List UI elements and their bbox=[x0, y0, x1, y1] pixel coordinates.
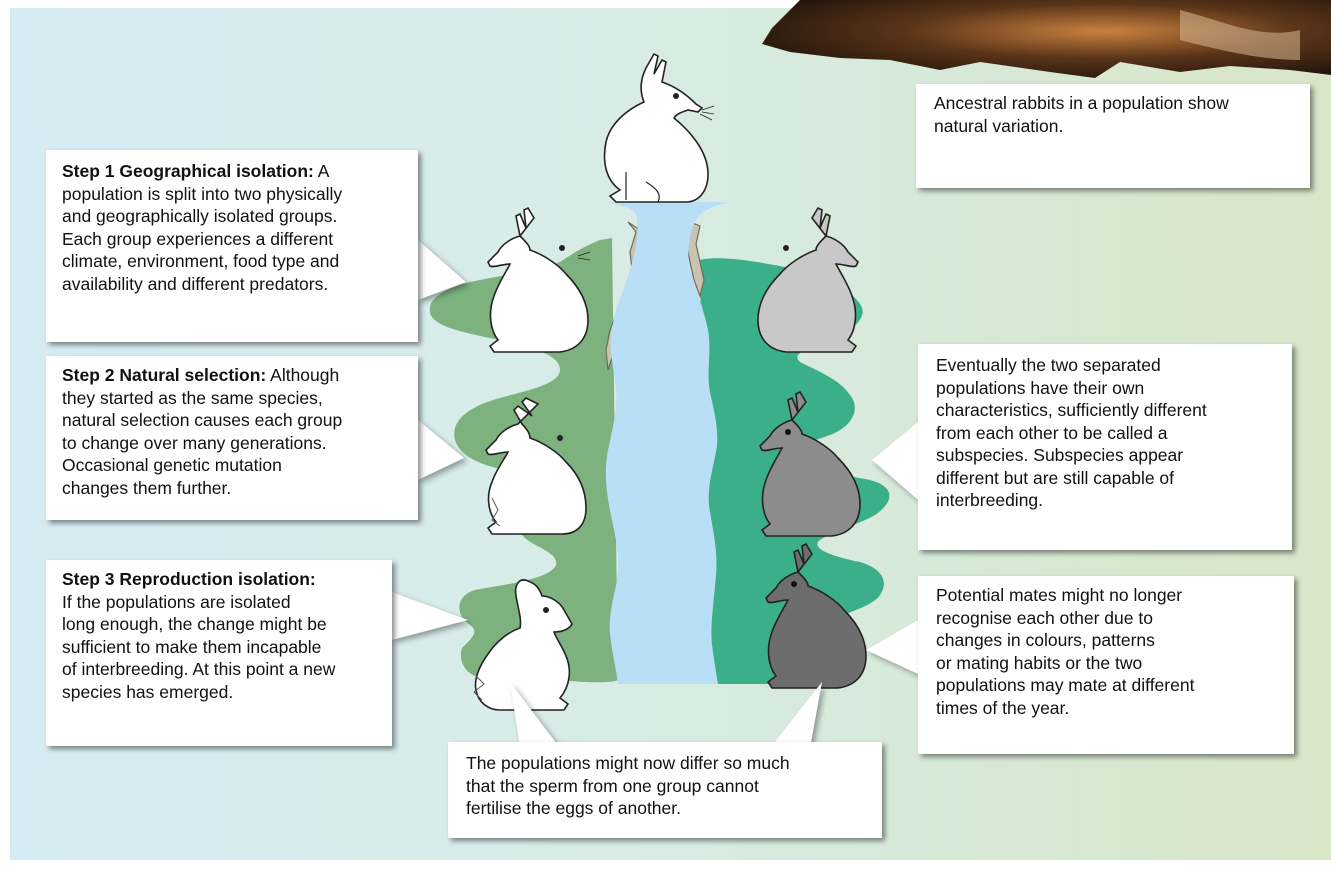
sperm-box: The populations might now differ so much… bbox=[448, 742, 882, 838]
mates-line-3: changes in colours, patterns bbox=[936, 629, 1276, 652]
ancestral-rabbit bbox=[605, 54, 714, 202]
step2-heading: Step 2 Natural selection: bbox=[62, 365, 266, 385]
step1-heading: Step 1 Geographical isolation: bbox=[62, 161, 314, 181]
step1-line-2: population is split into two physically bbox=[62, 183, 402, 206]
step1-line-5: climate, environment, food type and bbox=[62, 250, 402, 273]
step3-box: Step 3 Reproduction isolation: If the po… bbox=[46, 560, 392, 746]
step1-line-6: availability and different predators. bbox=[62, 273, 402, 296]
mates-line-2: recognise each other due to bbox=[936, 607, 1276, 630]
step3-line-1: If the populations are isolated bbox=[62, 591, 376, 614]
step2-line-2: they started as the same species, bbox=[62, 387, 402, 410]
step2-line-4: to change over many generations. bbox=[62, 432, 402, 455]
step2-line-5: Occasional genetic mutation bbox=[62, 454, 402, 477]
ancestral-line-1: Ancestral rabbits in a population show bbox=[934, 92, 1292, 115]
step3-heading: Step 3 Reproduction isolation: bbox=[62, 569, 316, 589]
step2-line-6: changes them further. bbox=[62, 477, 402, 500]
sperm-line-1: The populations might now differ so much bbox=[466, 752, 864, 775]
mates-box: Potential mates might no longer recognis… bbox=[918, 576, 1294, 754]
step2-line-1: Although bbox=[270, 365, 339, 385]
subspecies-line-6: different but are still capable of bbox=[936, 467, 1274, 490]
step2-box: Step 2 Natural selection: Although they … bbox=[46, 356, 418, 520]
mates-line-5: populations may mate at different bbox=[936, 674, 1276, 697]
subspecies-line-4: from each other to be called a bbox=[936, 422, 1274, 445]
subspecies-line-7: interbreeding. bbox=[936, 489, 1274, 512]
mates-pointer bbox=[866, 620, 918, 674]
mates-line-6: times of the year. bbox=[936, 697, 1276, 720]
step3-line-5: species has emerged. bbox=[62, 681, 376, 704]
step1-box: Step 1 Geographical isolation: A populat… bbox=[46, 150, 418, 342]
subspecies-line-5: subspecies. Subspecies appear bbox=[936, 444, 1274, 467]
step2-line-3: natural selection causes each group bbox=[62, 409, 402, 432]
step3-line-4: of interbreeding. At this point a new bbox=[62, 658, 376, 681]
step1-line-3: and geographically isolated groups. bbox=[62, 205, 402, 228]
subspecies-box: Eventually the two separated populations… bbox=[918, 344, 1292, 550]
subspecies-line-1: Eventually the two separated bbox=[936, 354, 1274, 377]
mates-line-4: or mating habits or the two bbox=[936, 652, 1276, 675]
subspecies-line-3: characteristics, sufficiently different bbox=[936, 399, 1274, 422]
sperm-pointer-right bbox=[770, 682, 822, 748]
ancestral-line-2: natural variation. bbox=[934, 115, 1292, 138]
step1-line-4: Each group experiences a different bbox=[62, 228, 402, 251]
step3-line-3: sufficient to make them incapable bbox=[62, 636, 376, 659]
step1-line-1: A bbox=[318, 161, 330, 181]
mates-line-1: Potential mates might no longer bbox=[936, 584, 1276, 607]
subspecies-line-2: populations have their own bbox=[936, 377, 1274, 400]
sperm-line-3: fertilise the eggs of another. bbox=[466, 797, 864, 820]
sperm-line-2: that the sperm from one group cannot bbox=[466, 775, 864, 798]
ancestral-caption-box: Ancestral rabbits in a population show n… bbox=[916, 84, 1310, 188]
step3-pointer bbox=[392, 592, 468, 640]
step3-line-2: long enough, the change might be bbox=[62, 613, 376, 636]
